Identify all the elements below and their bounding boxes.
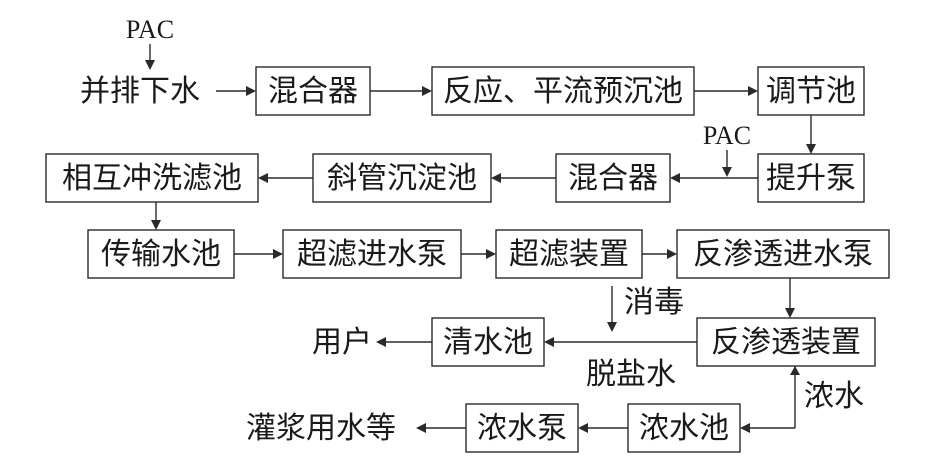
clear-tank-text: 清水池 — [443, 325, 533, 360]
pac-mid-arrowhead — [722, 167, 732, 177]
transfer-to-ufpump-arrowhead — [273, 249, 283, 259]
uf-unit-text: 超滤装置 — [509, 237, 629, 272]
inclined-to-filter-arrowhead — [258, 173, 268, 183]
concentrate-tank-box — [627, 403, 741, 453]
uf-to-ropump-arrowhead — [667, 249, 677, 259]
pump-to-grouting-arrowhead — [416, 423, 426, 433]
mixer-to-inclined-arrowhead — [491, 173, 501, 183]
mixer-1-text: 混合器 — [268, 74, 358, 109]
backwash-filter-text: 相互冲洗滤池 — [62, 161, 242, 196]
desalted-water-label: 脱盐水 — [586, 357, 676, 392]
clear-to-user-arrowhead — [376, 337, 386, 347]
transfer-tank-text: 传输水池 — [101, 237, 221, 272]
ufpump-to-uf-arrowhead — [486, 249, 496, 259]
ro-unit-text: 反渗透装置 — [711, 325, 861, 360]
reaction-to-regulation-arrowhead — [748, 86, 758, 96]
lift-pump-box — [757, 153, 865, 203]
uf-unit-box — [495, 229, 643, 279]
ro-to-conc-arrowhead — [740, 423, 750, 433]
pac-mid-label: PAC — [703, 121, 751, 150]
ro-feed-pump-text: 反渗透进水泵 — [693, 237, 873, 272]
pac-top-label: PAC — [126, 15, 174, 44]
ro-unit-box — [696, 317, 876, 367]
ro-feed-pump-box — [676, 229, 890, 279]
filter-to-transfer-arrowhead — [151, 220, 161, 230]
ropump-to-ro-arrowhead — [785, 308, 795, 318]
regulation-text: 调节池 — [766, 74, 856, 109]
mixer-2-box — [555, 153, 671, 203]
user-text: 用户 — [312, 325, 372, 360]
backwash-filter-box — [45, 153, 259, 203]
reaction-sedimentation-box — [431, 66, 695, 116]
concentrate-pump-text: 浓水泵 — [477, 411, 567, 446]
mixer-2-text: 混合器 — [568, 161, 658, 196]
source-text: 并排下水 — [80, 74, 200, 109]
reaction-text: 反应、平流预沉池 — [443, 74, 683, 109]
mixer-1-box — [255, 66, 371, 116]
grouting-text: 灌浆用水等 — [246, 411, 396, 446]
inclined-tube-text: 斜管沉淀池 — [327, 161, 477, 196]
pac-top-arrowhead — [145, 60, 155, 70]
pump-to-mixer-arrowhead — [670, 173, 680, 183]
concentrate-up-arrowhead — [790, 366, 800, 375]
uf-feed-pump-text: 超滤进水泵 — [297, 237, 447, 272]
regulation-to-pump-arrowhead — [806, 144, 816, 154]
source-to-mixer-arrowhead — [246, 86, 256, 96]
lift-pump-text: 提升泵 — [766, 161, 856, 196]
clear-tank-box — [431, 317, 545, 367]
mixer-to-reaction-arrowhead — [422, 86, 432, 96]
conctank-to-pump-arrowhead — [578, 423, 588, 433]
disinfect-arrowhead — [607, 322, 617, 332]
regulation-tank-box — [757, 66, 865, 116]
transfer-tank-box — [87, 229, 235, 279]
disinfect-label: 消毒 — [624, 285, 684, 320]
ro-to-clear-arrowhead — [544, 337, 554, 347]
concentrate-label: 浓水 — [804, 379, 864, 414]
concentrate-tank-text: 浓水池 — [639, 411, 729, 446]
